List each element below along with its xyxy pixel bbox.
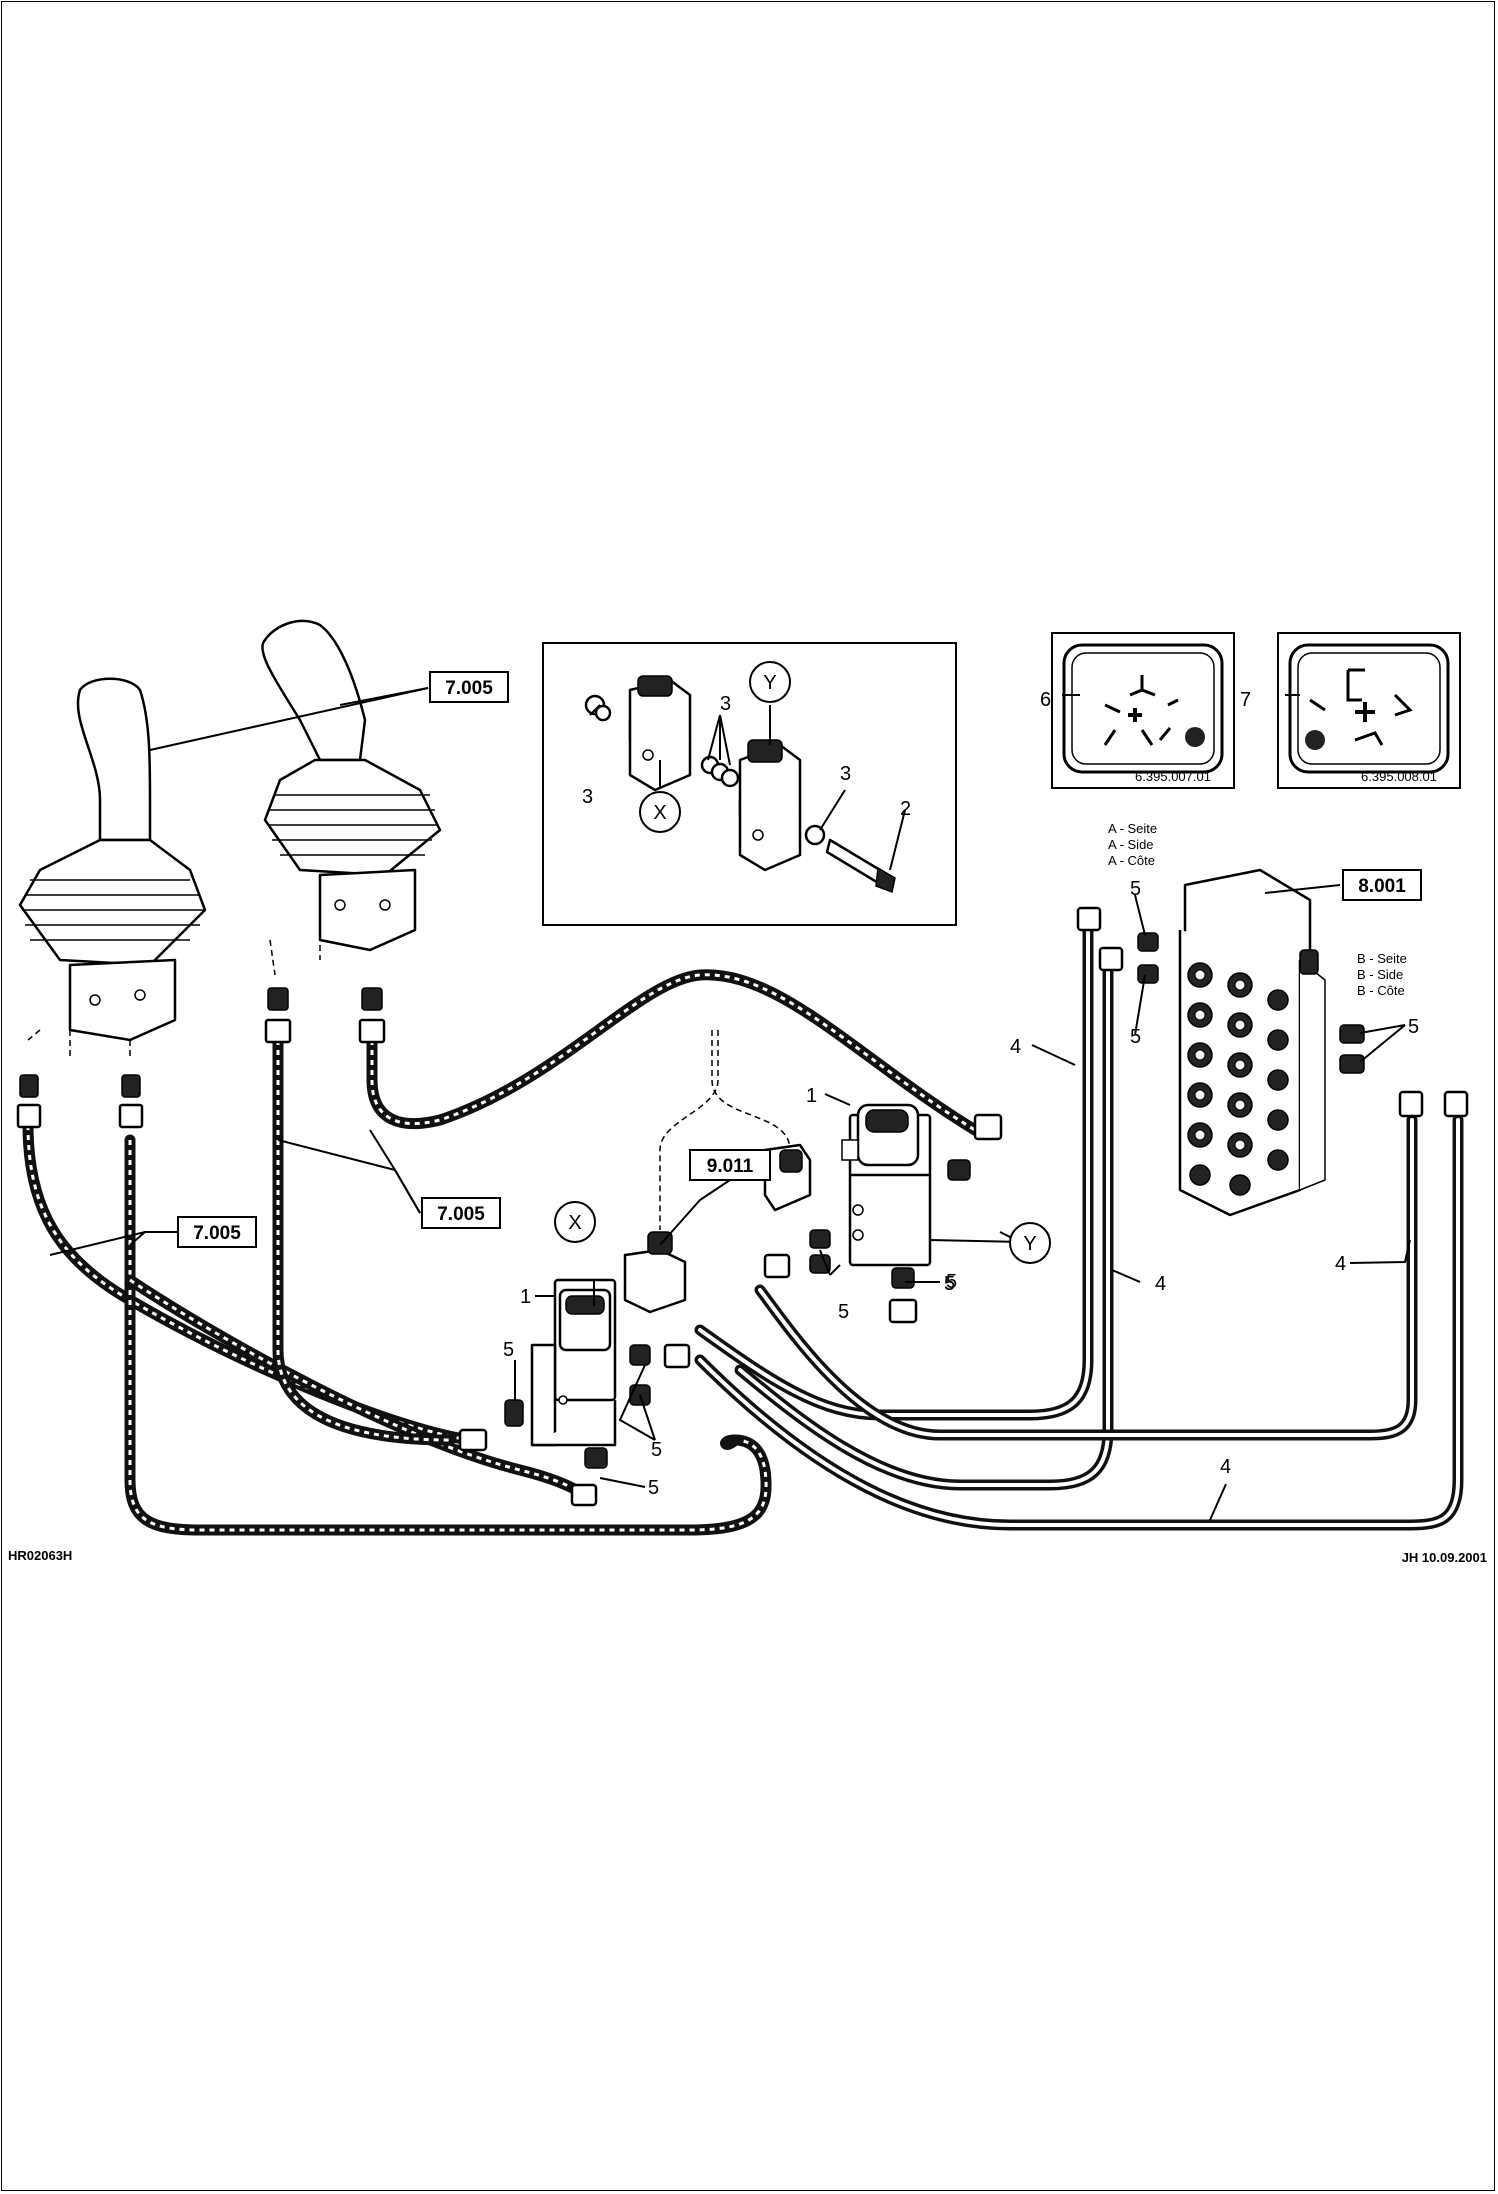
leader-lines — [49, 687, 1411, 1521]
svg-text:4: 4 — [1220, 1456, 1231, 1478]
solenoid-valve-x — [530, 1278, 617, 1447]
svg-text:2: 2 — [900, 798, 911, 820]
ref-box-7005-top: 7.005 — [429, 671, 509, 703]
item-numbers: 3 3 3 2 6 7 5 5 5 4 4 4 4 1 1 5 5 5 5 5 … — [503, 689, 1419, 1499]
solenoid-valve-y — [841, 1103, 932, 1267]
svg-text:5: 5 — [1130, 878, 1141, 900]
svg-text:A - Side: A - Side — [1108, 837, 1154, 852]
side-b-label: B - Seite B - Side B - Côte — [1357, 951, 1407, 998]
hose-fittings — [16, 987, 386, 1129]
pilot-hoses — [22, 969, 981, 1536]
valve-fittings — [1076, 906, 1469, 1118]
callout-x-main: X — [554, 1201, 596, 1243]
svg-text:A - Côte: A - Côte — [1108, 853, 1155, 868]
svg-text:5: 5 — [946, 1271, 957, 1293]
svg-text:Y: Y — [1023, 1233, 1036, 1255]
ref-box-8001: 8.001 — [1342, 869, 1422, 901]
svg-text:7.005: 7.005 — [445, 678, 493, 699]
svg-text:7.005: 7.005 — [193, 1223, 241, 1244]
ref-box-9011: 9.011 — [689, 1149, 771, 1181]
callout-x-detail: X — [639, 791, 681, 833]
right-joystick — [261, 619, 442, 976]
detail-inset-parts — [584, 675, 896, 894]
svg-text:X: X — [653, 802, 666, 824]
left-joystick — [18, 677, 207, 1060]
svg-text:X: X — [568, 1212, 581, 1234]
svg-text:3: 3 — [720, 693, 731, 715]
ref-box-7005-left: 7.005 — [177, 1216, 257, 1248]
drawing-number: HR02063H — [8, 1548, 72, 1563]
svg-text:A - Seite: A - Seite — [1108, 821, 1157, 836]
svg-text:1: 1 — [806, 1085, 817, 1107]
svg-text:B - Côte: B - Côte — [1357, 983, 1405, 998]
svg-text:5: 5 — [651, 1439, 662, 1461]
svg-text:B - Seite: B - Seite — [1357, 951, 1407, 966]
svg-text:5: 5 — [1408, 1016, 1419, 1038]
svg-text:B - Side: B - Side — [1357, 967, 1403, 982]
decal-6-code: 6.395.007.01 — [1135, 769, 1211, 784]
svg-text:1: 1 — [520, 1286, 531, 1308]
control-valve-block — [1178, 868, 1326, 1217]
solenoid-9011 — [623, 1143, 812, 1314]
svg-text:5: 5 — [944, 1273, 955, 1295]
svg-text:Y: Y — [763, 672, 776, 694]
callout-y-main: Y — [1009, 1222, 1051, 1264]
svg-text:4: 4 — [1010, 1036, 1021, 1058]
svg-text:7: 7 — [1240, 689, 1251, 711]
svg-text:4: 4 — [1335, 1253, 1346, 1275]
svg-text:3: 3 — [840, 763, 851, 785]
svg-text:8.001: 8.001 — [1358, 876, 1406, 897]
svg-text:4: 4 — [1155, 1273, 1166, 1295]
decal-7 — [1277, 632, 1461, 789]
svg-text:9.011: 9.011 — [707, 1156, 754, 1177]
svg-text:5: 5 — [838, 1301, 849, 1323]
svg-text:6: 6 — [1040, 689, 1051, 711]
ref-box-7005-mid: 7.005 — [421, 1197, 501, 1229]
svg-text:3: 3 — [582, 786, 593, 808]
svg-text:5: 5 — [1130, 1026, 1141, 1048]
svg-text:5: 5 — [944, 1273, 955, 1295]
decal-7-code: 6.395.008.01 — [1361, 769, 1437, 784]
fitting-nuts — [458, 1113, 1003, 1507]
callout-y-detail: Y — [749, 661, 791, 703]
svg-text:5: 5 — [648, 1477, 659, 1499]
svg-text:7.005: 7.005 — [437, 1204, 485, 1225]
decal-6 — [1051, 632, 1235, 789]
author-date: JH 10.09.2001 — [1402, 1550, 1487, 1565]
svg-text:5: 5 — [503, 1339, 514, 1361]
main-hoses — [694, 914, 1464, 1531]
side-a-label: A - Seite A - Side A - Côte — [1108, 821, 1157, 868]
